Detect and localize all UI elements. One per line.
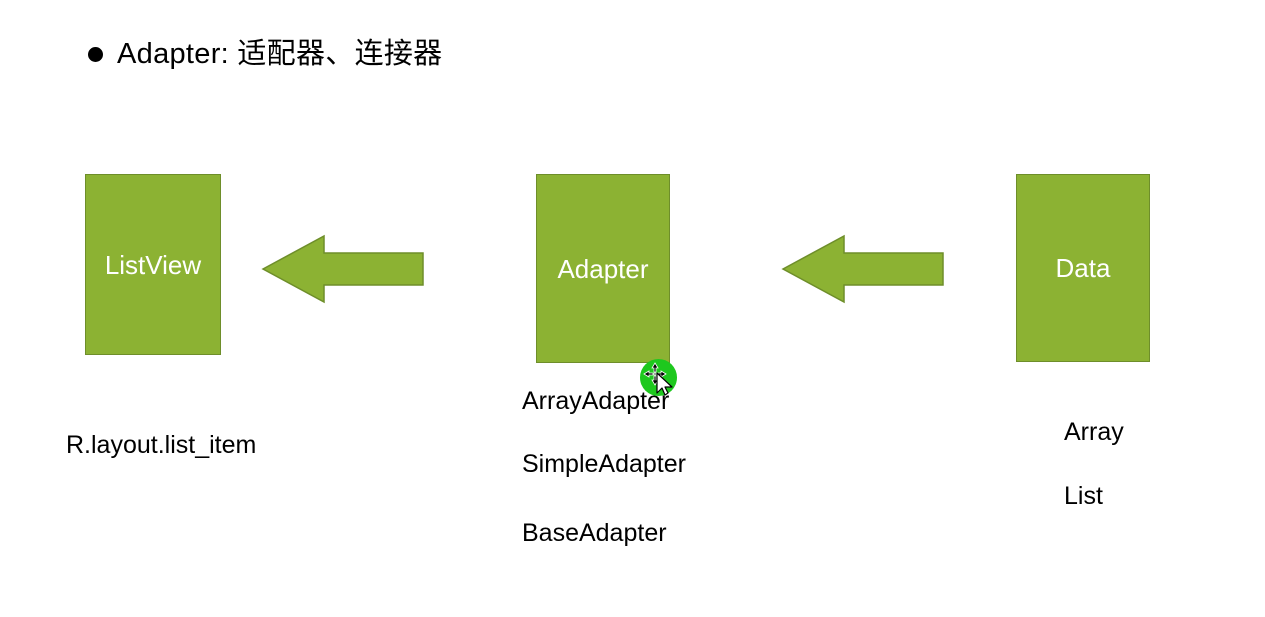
arrow-left-icon-data-to-adapter[interactable] <box>781 234 945 304</box>
arrow-left-icon-adapter-to-listview[interactable] <box>261 234 425 304</box>
page-title: Adapter: 适配器、连接器 <box>88 40 443 69</box>
annotation-data-list: List <box>1064 482 1103 510</box>
page-title-text: Adapter: 适配器、连接器 <box>117 38 443 70</box>
bullet-icon <box>88 47 103 62</box>
annotation-listview-layout: R.layout.list_item <box>66 431 257 459</box>
annotation-data-array: Array <box>1064 418 1124 446</box>
diagram-box-data-label: Data <box>1055 253 1111 283</box>
diagram-box-adapter[interactable]: Adapter <box>536 174 670 363</box>
annotation-base-adapter: BaseAdapter <box>522 519 667 547</box>
annotation-simple-adapter: SimpleAdapter <box>522 450 686 478</box>
annotation-array-adapter: ArrayAdapter <box>522 387 670 415</box>
diagram-box-data[interactable]: Data <box>1016 174 1150 362</box>
diagram-box-listview-label: ListView <box>104 249 202 280</box>
diagram-box-listview[interactable]: ListView <box>85 174 221 355</box>
diagram-box-adapter-label: Adapter <box>557 253 649 284</box>
